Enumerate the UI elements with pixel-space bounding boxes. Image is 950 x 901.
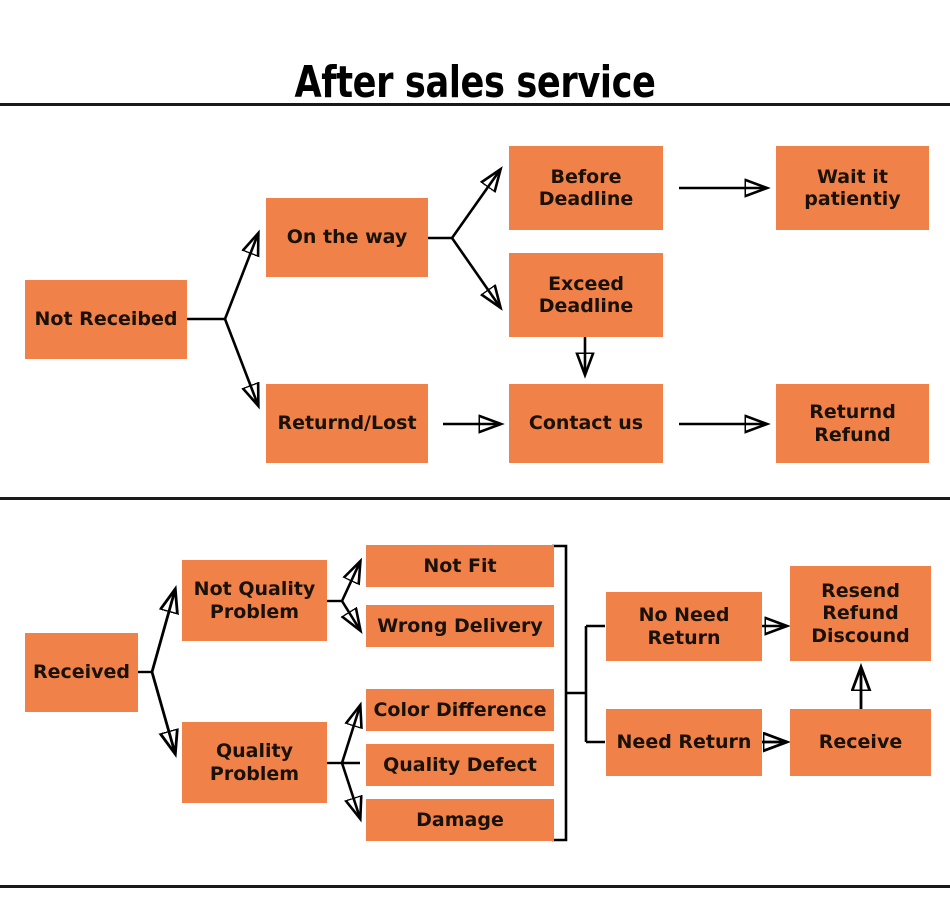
- node-label: Quality Defect: [383, 753, 537, 776]
- divider-top: [0, 103, 950, 106]
- node-returnd-refund[interactable]: Returnd Refund: [776, 384, 929, 463]
- node-not-fit[interactable]: Not Fit: [366, 545, 554, 587]
- node-label: Not Fit: [423, 554, 497, 577]
- node-label: Damage: [416, 808, 504, 831]
- divider-middle: [0, 497, 950, 500]
- node-label: Not Quality Problem: [193, 578, 316, 623]
- page-title: After sales service: [294, 57, 656, 109]
- node-label: Received: [32, 661, 131, 684]
- node-wrong-delivery[interactable]: Wrong Delivery: [366, 605, 554, 647]
- node-label: Contact us: [528, 412, 644, 435]
- node-returnd-lost[interactable]: Returnd/Lost: [266, 384, 428, 463]
- node-color-difference[interactable]: Color Difference: [366, 689, 554, 731]
- node-label: On the way: [286, 226, 408, 249]
- node-label: Quality Problem: [209, 740, 300, 785]
- node-need-return[interactable]: Need Return: [606, 709, 762, 776]
- node-label: Color Difference: [373, 698, 547, 721]
- node-quality-defect[interactable]: Quality Defect: [366, 744, 554, 786]
- node-label: No Need Return: [638, 604, 730, 649]
- node-label: Wait it patientiy: [804, 165, 901, 210]
- divider-bottom: [0, 885, 950, 888]
- node-label: Returnd Refund: [809, 401, 896, 446]
- node-label: Receive: [818, 731, 903, 754]
- node-label: Resend Refund Discound: [811, 579, 910, 647]
- node-label: Returnd/Lost: [277, 412, 417, 435]
- node-exceed-deadline[interactable]: Exceed Deadline: [509, 253, 663, 337]
- node-damage[interactable]: Damage: [366, 799, 554, 841]
- node-label: Before Deadline: [538, 165, 634, 210]
- node-label: Exceed Deadline: [538, 272, 634, 317]
- node-quality-problem[interactable]: Quality Problem: [182, 722, 327, 803]
- node-received[interactable]: Received: [25, 633, 138, 712]
- node-not-quality-problem[interactable]: Not Quality Problem: [182, 560, 327, 641]
- node-contact-us[interactable]: Contact us: [509, 384, 663, 463]
- node-on-the-way[interactable]: On the way: [266, 198, 428, 277]
- node-label: Not Receibed: [34, 308, 178, 331]
- node-label: Wrong Delivery: [377, 614, 543, 637]
- node-before-deadline[interactable]: Before Deadline: [509, 146, 663, 230]
- node-wait-it-patientiy[interactable]: Wait it patientiy: [776, 146, 929, 230]
- node-resend-refund-discound[interactable]: Resend Refund Discound: [790, 566, 931, 661]
- node-no-need-return[interactable]: No Need Return: [606, 592, 762, 661]
- node-receive[interactable]: Receive: [790, 709, 931, 776]
- node-not-received[interactable]: Not Receibed: [25, 280, 187, 359]
- node-label: Need Return: [616, 731, 752, 754]
